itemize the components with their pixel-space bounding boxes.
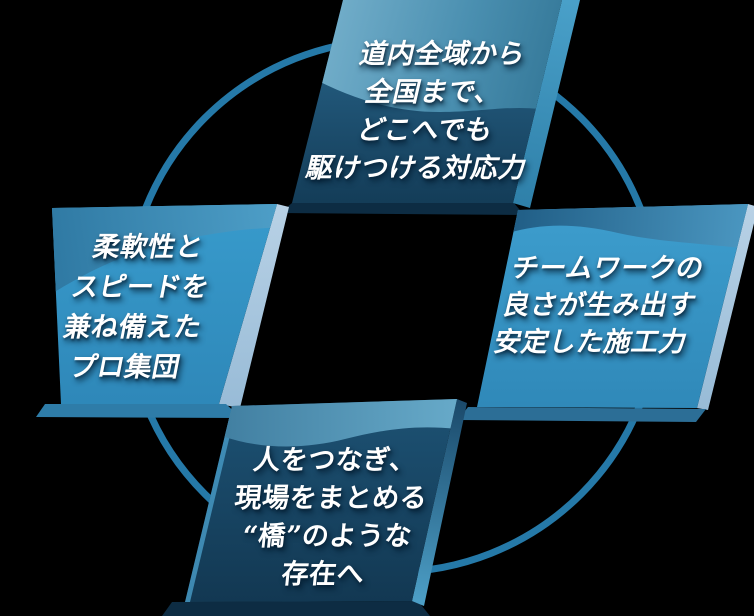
panel-top-bottom-edge <box>280 203 524 215</box>
panel-left-line: 兼ね備えた <box>60 312 205 343</box>
panel-bottom-text: 人をつなぎ、 現場をまとめる “橋”のような 存在へ <box>201 442 457 594</box>
panel-right-side-edge <box>697 204 754 410</box>
panel-top <box>280 0 580 215</box>
panel-left-wave-band <box>52 204 277 300</box>
panel-right-text: チームワークの 良さが生み出す 安定した施工力 <box>461 250 737 361</box>
panel-bottom-bottom-edge <box>162 601 430 616</box>
panel-left-bottom-edge <box>36 404 241 418</box>
panel-left-line: プロ集団 <box>66 352 183 383</box>
panel-top-line: 全国まで、 <box>362 77 506 108</box>
panel-bottom-line: 現場をまとめる <box>233 483 429 514</box>
panel-bottom-line: 存在へ <box>280 559 366 590</box>
panel-top-wave-band <box>292 0 562 122</box>
panel-left-line: スピードを <box>68 272 213 303</box>
panel-bottom-line: “橋”のような <box>240 521 414 552</box>
panel-right-bottom-edge <box>458 407 706 422</box>
panel-bottom-right-edge <box>412 399 467 606</box>
panel-right-face <box>477 204 748 408</box>
panel-top-line: 駆けつける対応力 <box>302 153 530 184</box>
panel-bottom-face <box>185 399 457 602</box>
panel-right-line: 安定した施工力 <box>490 327 691 358</box>
panel-left-text: 柔軟性と スピードを 兼ね備えた プロ集団 <box>1 228 272 388</box>
panel-top-line: 道内全域から <box>356 39 529 70</box>
panel-left-side-edge <box>219 204 289 408</box>
panel-right-wave-band <box>505 204 748 250</box>
panel-top-line: どこへでも <box>354 115 497 146</box>
panel-right-line: チームワークの <box>508 253 708 284</box>
panel-bottom-line: 人をつなぎ、 <box>251 445 419 476</box>
panel-left-line: 柔軟性と <box>90 232 207 263</box>
panel-top-text: 道内全域から 全国まで、 どこへでも 駆けつける対応力 <box>292 36 567 188</box>
panel-top-right-edge <box>513 0 580 208</box>
panel-bottom-left-rim <box>185 406 237 602</box>
panel-left <box>36 204 289 418</box>
panel-right <box>458 204 754 422</box>
panel-right-line: 良さが生み出す <box>499 290 700 321</box>
